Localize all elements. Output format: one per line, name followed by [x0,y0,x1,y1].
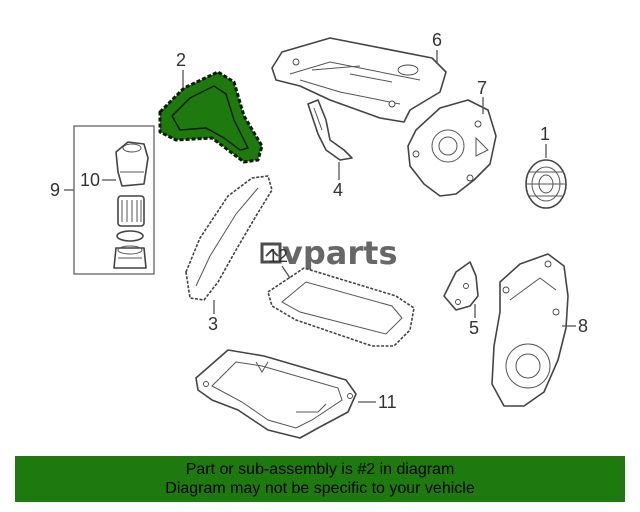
watermark-logo: vparts [260,234,397,272]
part-12-pan-gasket[interactable] [267,267,415,347]
filter-element [117,195,145,227]
callout-8: 8 [578,316,588,336]
info-banner: Part or sub-assembly is #2 in diagram Di… [15,456,625,502]
callout-9: 9 [50,180,60,200]
o-ring [116,230,144,242]
callout-10: 10 [80,170,100,190]
part-3-gasket[interactable] [185,175,273,301]
part-5-bracket[interactable] [443,261,479,311]
svg-text:vparts: vparts [282,234,397,272]
banner-line-2: Diagram may not be specific to your vehi… [165,480,475,497]
callout-6: 6 [432,30,442,50]
part-2-gasket-highlighted[interactable] [158,70,264,164]
leader-12 [281,265,291,279]
callout-1: 1 [540,124,550,144]
callout-12: 12 [268,246,288,266]
filter-cap [113,245,147,269]
banner-line-1: Part or sub-assembly is #2 in diagram [185,461,455,478]
callout-7: 7 [477,78,487,98]
part-4-bracket[interactable] [307,99,353,161]
parts-diagram: 6 2 4 7 1 9 10 [50,30,588,439]
part-10-filter-housing[interactable] [115,141,149,187]
callout-5: 5 [469,318,479,338]
callout-3: 3 [208,314,218,334]
callout-4: 4 [333,180,343,200]
part-6-head-cover[interactable] [271,37,447,123]
part-11-oil-pan[interactable] [195,349,357,439]
part-8-belt-cover[interactable] [491,253,569,407]
part-9-group-box [73,125,155,275]
callout-2: 2 [176,50,186,70]
part-7-housing[interactable] [407,99,497,197]
part-1-pulley[interactable] [525,159,567,209]
callout-11: 11 [378,392,397,412]
